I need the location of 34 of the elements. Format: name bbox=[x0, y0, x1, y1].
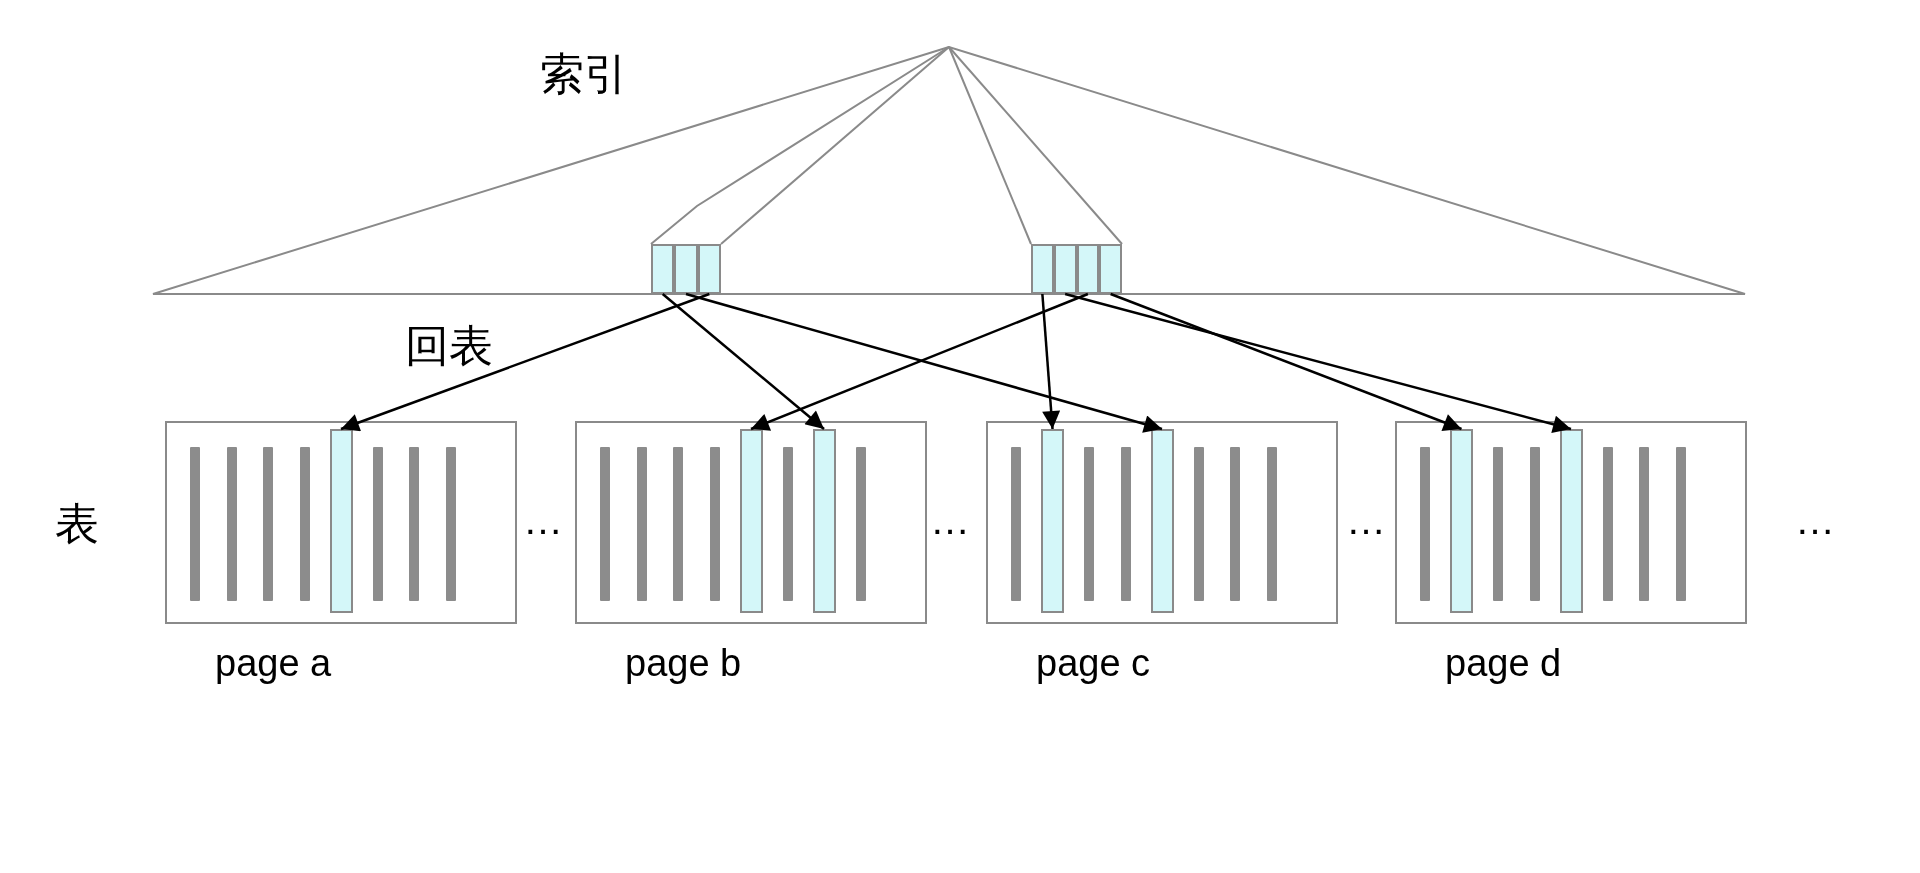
text-label: 表 bbox=[55, 502, 99, 546]
index-entry-cell bbox=[697, 244, 721, 294]
page-label: page b bbox=[625, 644, 742, 682]
arrow bbox=[340, 292, 710, 432]
page-label: page d bbox=[1445, 644, 1562, 682]
arrow bbox=[1041, 293, 1061, 430]
arrow bbox=[661, 293, 825, 430]
index-entry-cell bbox=[1099, 244, 1122, 294]
text-label: 索引 bbox=[540, 52, 628, 96]
text-label: … bbox=[1795, 500, 1835, 540]
row-record bbox=[1150, 429, 1174, 613]
row-record bbox=[1559, 429, 1583, 613]
arrow bbox=[750, 292, 1089, 431]
row-record bbox=[329, 429, 353, 613]
index-entry-cell bbox=[651, 244, 675, 294]
row-record bbox=[739, 429, 763, 613]
text-label: … bbox=[523, 500, 563, 540]
index-entry-cell bbox=[1076, 244, 1100, 294]
index-entry-cell bbox=[1053, 244, 1077, 294]
arrow bbox=[1110, 292, 1462, 431]
index-leaf-node bbox=[1031, 244, 1122, 294]
text-label: … bbox=[930, 500, 970, 540]
index-entry-cell bbox=[674, 244, 698, 294]
index-entry-cell bbox=[1031, 244, 1054, 294]
row-record bbox=[812, 429, 836, 613]
page-label: page c bbox=[1036, 644, 1151, 682]
row-record bbox=[1041, 429, 1064, 613]
text-label: 回表 bbox=[405, 324, 493, 368]
page-label: page a bbox=[215, 644, 332, 682]
arrow bbox=[1064, 292, 1572, 434]
text-label: … bbox=[1346, 500, 1386, 540]
row-record bbox=[1450, 429, 1473, 613]
arrow bbox=[685, 292, 1163, 433]
index-leaf-node bbox=[651, 244, 721, 294]
